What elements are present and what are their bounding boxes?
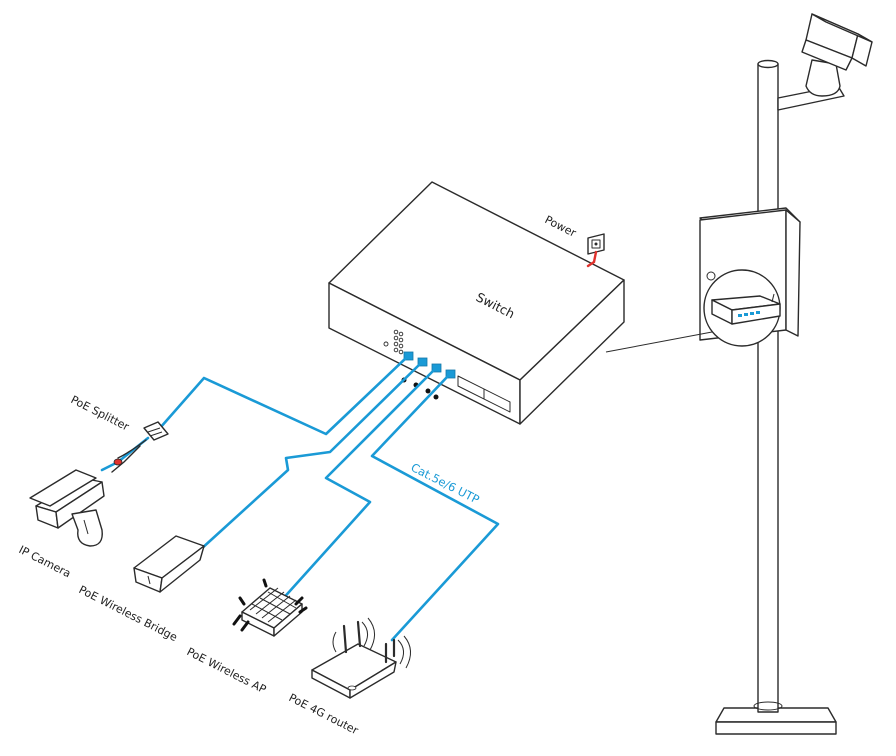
cable-wireless-ap (278, 368, 436, 604)
poe-wireless-ap-label: PoE Wireless AP (185, 645, 269, 696)
ip-camera-label: IP Camera (17, 543, 73, 580)
poe-splitter-icon (111, 421, 169, 473)
cable-wireless-bridge (198, 362, 422, 552)
cable-ip-camera (158, 356, 408, 436)
wireless-ap-icon (232, 578, 308, 637)
ip-camera-icon (29, 469, 105, 547)
power-cord (586, 250, 598, 268)
poe-wireless-bridge-label: PoE Wireless Bridge (77, 583, 180, 644)
wireless-bridge-icon (133, 535, 205, 593)
switch-icon (328, 181, 625, 425)
callout-line (605, 331, 713, 353)
poe-splitter-label: PoE Splitter (69, 393, 132, 434)
pole-icon (715, 59, 837, 735)
cat-cables (100, 356, 500, 642)
enclosure-box-icon (699, 207, 801, 347)
power-label: Power (543, 213, 579, 240)
4g-router-icon (311, 617, 411, 699)
pole-camera-icon (777, 13, 873, 111)
cable-4g-router (370, 374, 500, 642)
power-socket-icon (586, 233, 605, 268)
cable-type-label: Cat.5e/6 UTP (409, 460, 482, 506)
